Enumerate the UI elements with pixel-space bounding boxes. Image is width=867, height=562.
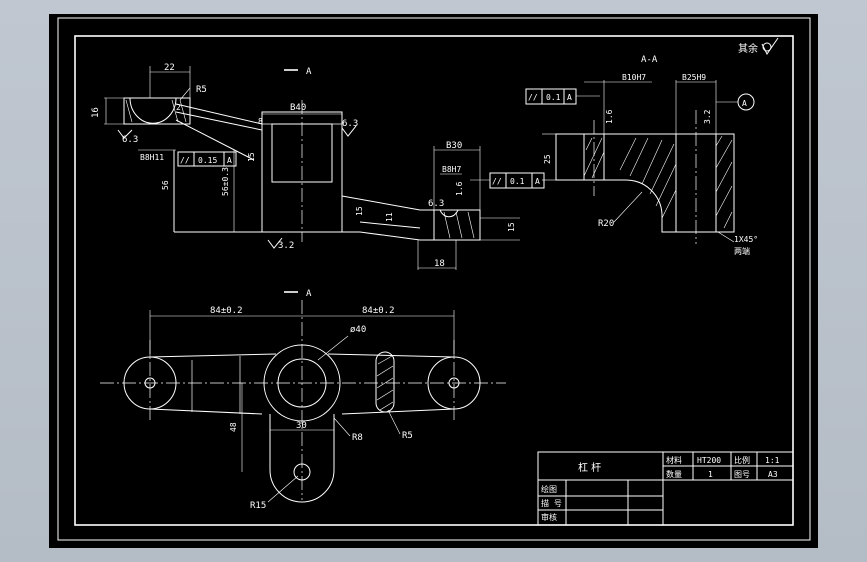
- dim-22: 22: [164, 63, 175, 73]
- svg-text:0.15: 0.15: [198, 156, 217, 165]
- svg-text:0.1: 0.1: [510, 177, 525, 186]
- dim-56: 56±0.3: [221, 167, 230, 196]
- svg-text:A: A: [742, 99, 747, 108]
- check-label: 审核: [541, 512, 557, 522]
- front-view: A 22 R5 16: [91, 63, 545, 270]
- dim-11: 11: [385, 212, 394, 222]
- dim-25: 25: [543, 154, 552, 164]
- dim-b8h7: B8H7: [442, 165, 461, 174]
- dim-1-6b: 1.6: [605, 109, 614, 124]
- dim-chamfer: 1X45°: [734, 235, 758, 244]
- dim-84b: 84±0.2: [362, 306, 395, 316]
- material-value: HT200: [697, 456, 721, 465]
- scale-value: 1:1: [765, 456, 780, 465]
- dim-phi40: ø40: [350, 325, 366, 335]
- dim-b40: B40: [290, 103, 306, 113]
- paper-background: [49, 14, 818, 548]
- svg-text:0.1: 0.1: [546, 93, 561, 102]
- drawing-no-value: A3: [768, 470, 778, 479]
- datum-a: A: [716, 93, 755, 111]
- dim-15c: 15: [507, 222, 516, 232]
- dim-r5: R5: [196, 85, 207, 95]
- dim-b30: B30: [446, 141, 462, 151]
- svg-text:A: A: [567, 93, 572, 102]
- svg-text://: //: [528, 93, 538, 102]
- design-label: 描 号: [541, 498, 562, 508]
- drawing-no-label: 图号: [734, 470, 750, 479]
- dim-16: 16: [91, 107, 101, 118]
- dim-both-ends: 两端: [734, 246, 750, 256]
- dim-b8h11: B8H11: [140, 153, 164, 162]
- tolerance-frame-1: // 0.15 A: [177, 151, 237, 167]
- dim-84a: 84±0.2: [210, 306, 243, 316]
- dim-18: 18: [434, 259, 445, 269]
- svg-text://: //: [180, 156, 190, 165]
- section-hatching: [583, 135, 733, 229]
- dim-3-2: 3.2: [703, 109, 712, 124]
- inner-frame: [74, 35, 794, 526]
- dim-r20: R20: [598, 219, 614, 229]
- dim-15b: 15: [355, 206, 364, 216]
- dim-56a: 56: [161, 180, 170, 190]
- dim-r15: R15: [250, 501, 266, 511]
- section-a-a-view: A-A B10H7 B25H9: [525, 55, 758, 256]
- roughness-icon: [761, 37, 779, 55]
- dim-b10h7: B10H7: [622, 73, 646, 82]
- view-label-b: A: [306, 289, 312, 299]
- dim-r5b: R5: [402, 431, 413, 441]
- dim-2: 2: [176, 103, 181, 112]
- dim-r8: R8: [352, 433, 363, 443]
- top-view: A 84±0.2 84±: [100, 289, 506, 511]
- roughness-other-label: 其余: [738, 42, 758, 55]
- dim-8: 8: [258, 117, 263, 126]
- drawn-label: 绘图: [541, 484, 557, 494]
- svg-text:A: A: [227, 156, 232, 165]
- scale-label: 比例: [734, 455, 750, 465]
- view-label-a: A: [306, 67, 312, 77]
- svg-text:A: A: [535, 177, 540, 186]
- dim-30: 30: [296, 421, 307, 431]
- tolerance-frame-2: // 0.1 A: [470, 172, 545, 189]
- dim-15a: 15: [247, 152, 256, 162]
- section-label: A-A: [641, 55, 658, 65]
- svg-text://: //: [492, 177, 502, 186]
- roughness-3-2: 3.2: [278, 241, 294, 251]
- roughness-6-3-b: 6.3: [342, 119, 358, 129]
- qty-label: 数量: [666, 469, 682, 479]
- roughness-6-3-c: 6.3: [428, 199, 444, 209]
- title-block: 杠 杆 材料 HT200 比例 1:1 数量 1 图号 A3 绘图 描 号 审核: [537, 451, 794, 526]
- dim-48: 48: [229, 422, 238, 432]
- outer-border: [57, 17, 811, 541]
- qty-value: 1: [708, 470, 713, 479]
- material-label: 材料: [666, 455, 682, 465]
- dim-1-6a: 1.6: [455, 181, 464, 196]
- roughness-6-3-a: 6.3: [122, 135, 138, 145]
- tolerance-frame-3: // 0.1 A: [525, 88, 600, 105]
- dim-b25h9: B25H9: [682, 73, 706, 82]
- part-name: 杠 杆: [578, 461, 601, 474]
